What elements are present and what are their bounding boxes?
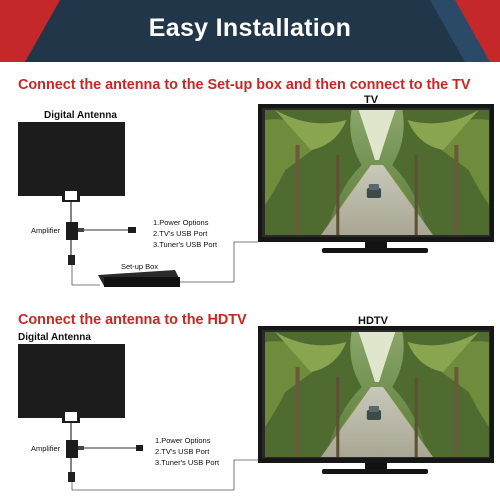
section1-amplifier-label: Amplifier [31, 226, 61, 235]
section2-option-2: 2.TV's USB Port [155, 447, 210, 456]
section1-antenna-label: Digital Antenna [44, 110, 117, 121]
header-banner [0, 0, 500, 62]
section2-option-3: 3.Tuner's USB Port [155, 458, 220, 467]
section1-option-2: 2.TV's USB Port [153, 229, 208, 238]
section2-amplifier-label: Amplifier [31, 444, 61, 453]
section1-caption: Connect the antenna to the Set-up box an… [18, 77, 471, 93]
section2-caption: Connect the antenna to the HDTV [18, 312, 247, 328]
section1-option-3: 3.Tuner's USB Port [153, 240, 218, 249]
page-title: Easy Installation [148, 14, 352, 42]
section2-option-1: 1.Power Options [155, 436, 211, 445]
section1-tv-label: TV [364, 94, 379, 106]
setup-box-label: Set-up Box [121, 262, 159, 271]
section1-option-1: 1.Power Options [153, 218, 209, 227]
section2-tv-label: HDTV [358, 315, 388, 327]
section2-antenna-label: Digital Antenna [18, 332, 91, 343]
